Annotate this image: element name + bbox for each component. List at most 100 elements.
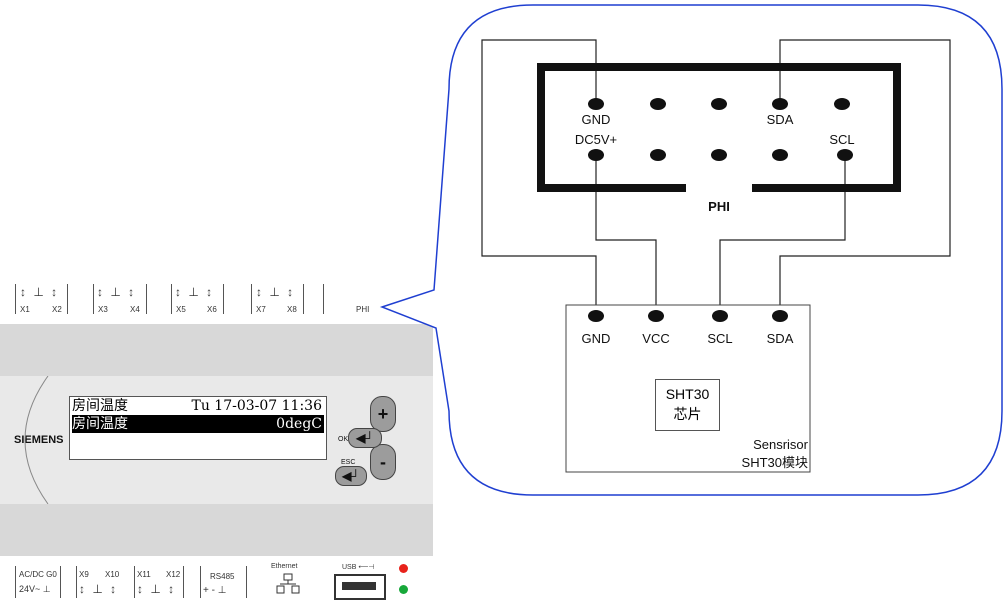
- usb-label: USB ⟵⊣: [342, 564, 375, 571]
- divider: [303, 284, 304, 314]
- divider: [223, 284, 224, 314]
- chip-caption: 芯片: [673, 406, 702, 422]
- module-pin: [772, 310, 788, 322]
- connector-pin: [834, 98, 850, 110]
- controller-device: [0, 272, 433, 607]
- ok-button-label: OK: [338, 436, 349, 443]
- terminal-label-x12: X12: [166, 570, 181, 579]
- terminal-label-x7: X7: [256, 305, 266, 314]
- terminal-label-x2: X2: [52, 305, 62, 314]
- module-name-line1: Sensrisor: [753, 437, 808, 452]
- terminal-symbols-x3-x4: ↕ ⊥ ↕: [97, 285, 137, 299]
- terminal-label-x11: X11: [137, 570, 151, 579]
- ethernet-icon: [276, 573, 300, 594]
- minus-button[interactable]: -: [370, 444, 396, 480]
- device-grey-band-lower: [0, 504, 433, 557]
- divider: [76, 566, 77, 598]
- connector-pin: [650, 98, 666, 110]
- phi-connector-label: PHI: [708, 199, 730, 214]
- connector-pin: [588, 149, 604, 161]
- connector-pin: [837, 149, 853, 161]
- divider: [200, 566, 201, 598]
- terminal-label-x3: X3: [98, 305, 108, 314]
- terminal-symbols-x9-x10: ↕ ⊥ ↕: [79, 582, 119, 596]
- phi-port-label: PHI: [356, 305, 370, 314]
- divider: [93, 284, 94, 314]
- connector-pin: [711, 149, 727, 161]
- lcd-row1-label: 房间温度: [72, 398, 128, 414]
- esc-button[interactable]: ◀┘: [335, 466, 367, 486]
- power-terminal-label: AC/DC G0: [19, 570, 57, 579]
- lcd-row2-label: 房间温度: [72, 416, 128, 432]
- phi-connector-housing: [537, 63, 901, 192]
- device-grey-band-upper: [0, 324, 433, 377]
- lcd-row-2-selected: 房间温度 0degC: [72, 415, 324, 433]
- wire-vcc: [595, 155, 657, 316]
- wire-sda: [779, 39, 951, 316]
- terminal-label-x10: X10: [105, 570, 120, 579]
- module-pins: [588, 310, 788, 322]
- connector-pin-label-scl: SCL: [829, 132, 855, 147]
- module-pin: [712, 310, 728, 322]
- esc-button-label: ESC: [341, 459, 356, 466]
- module-pin: [588, 310, 604, 322]
- usb-port-slot: [342, 582, 376, 590]
- module-pin-label-vcc: VCC: [642, 331, 670, 346]
- terminal-label-x9: X9: [79, 570, 89, 579]
- divider: [67, 284, 68, 314]
- chip-model: SHT30: [665, 386, 710, 402]
- wire-gnd: [481, 39, 597, 316]
- connector-pins: [588, 98, 853, 161]
- divider: [323, 284, 324, 314]
- terminal-label-x6: X6: [207, 305, 217, 314]
- terminal-symbols-x11-x12: ↕ ⊥ ↕: [137, 582, 177, 596]
- module-pin-label-scl: SCL: [707, 331, 733, 346]
- terminal-label-x8: X8: [287, 305, 297, 314]
- ok-button[interactable]: ◀┘: [348, 428, 382, 448]
- lcd-display: 房间温度 Tu 17-03-07 11:36 房间温度 0degC: [69, 396, 327, 460]
- power-terminal-sub: 24V~ ⊥: [19, 584, 51, 594]
- rs485-pins: + - ⊥: [203, 585, 227, 596]
- terminal-label-x1: X1: [20, 305, 30, 314]
- connector-pin-label-sda: SDA: [766, 112, 794, 127]
- lcd-temperature-value: 0degC: [276, 416, 322, 432]
- back-icon: ◀┘: [342, 469, 360, 483]
- wire-scl: [719, 155, 846, 316]
- divider: [60, 566, 61, 598]
- wiring-lines: [481, 39, 951, 316]
- connector-pin-label-gnd: GND: [581, 112, 611, 127]
- divider: [183, 566, 184, 598]
- lcd-datetime: Tu 17-03-07 11:36: [191, 398, 322, 414]
- plus-button[interactable]: +: [370, 396, 396, 432]
- terminal-symbols-x5-x6: ↕ ⊥ ↕: [175, 285, 215, 299]
- connector-pin: [711, 98, 727, 110]
- brand-logo: SIEMENS: [14, 434, 64, 446]
- terminal-label-x4: X4: [130, 305, 140, 314]
- module-pin-label-gnd: GND: [581, 331, 611, 346]
- ethernet-label: Ethernet: [271, 563, 298, 570]
- front-bezel-curve: [24, 376, 49, 504]
- divider: [134, 566, 135, 598]
- sht30-chip: SHT30 芯片: [655, 379, 720, 431]
- lcd-row-1: 房间温度 Tu 17-03-07 11:36: [72, 397, 324, 415]
- connector-pin: [772, 149, 788, 161]
- terminal-label-x5: X5: [176, 305, 186, 314]
- module-name: Sensrisor SHT30模块: [742, 436, 808, 472]
- divider: [15, 284, 16, 314]
- divider: [146, 284, 147, 314]
- connector-pin: [650, 149, 666, 161]
- connector-pin-label-dc5v: DC5V+: [574, 132, 618, 147]
- status-led-red: [399, 564, 408, 573]
- divider: [251, 284, 252, 314]
- divider: [15, 566, 16, 598]
- divider: [171, 284, 172, 314]
- module-pin: [648, 310, 664, 322]
- connector-pin: [772, 98, 788, 110]
- module-pin-label-sda: SDA: [766, 331, 794, 346]
- connector-pin: [588, 98, 604, 110]
- terminal-symbols-x7-x8: ↕ ⊥ ↕: [256, 285, 296, 299]
- status-led-green: [399, 585, 408, 594]
- terminal-symbols-x1-x2: ↕ ⊥ ↕: [20, 285, 60, 299]
- divider: [246, 566, 247, 598]
